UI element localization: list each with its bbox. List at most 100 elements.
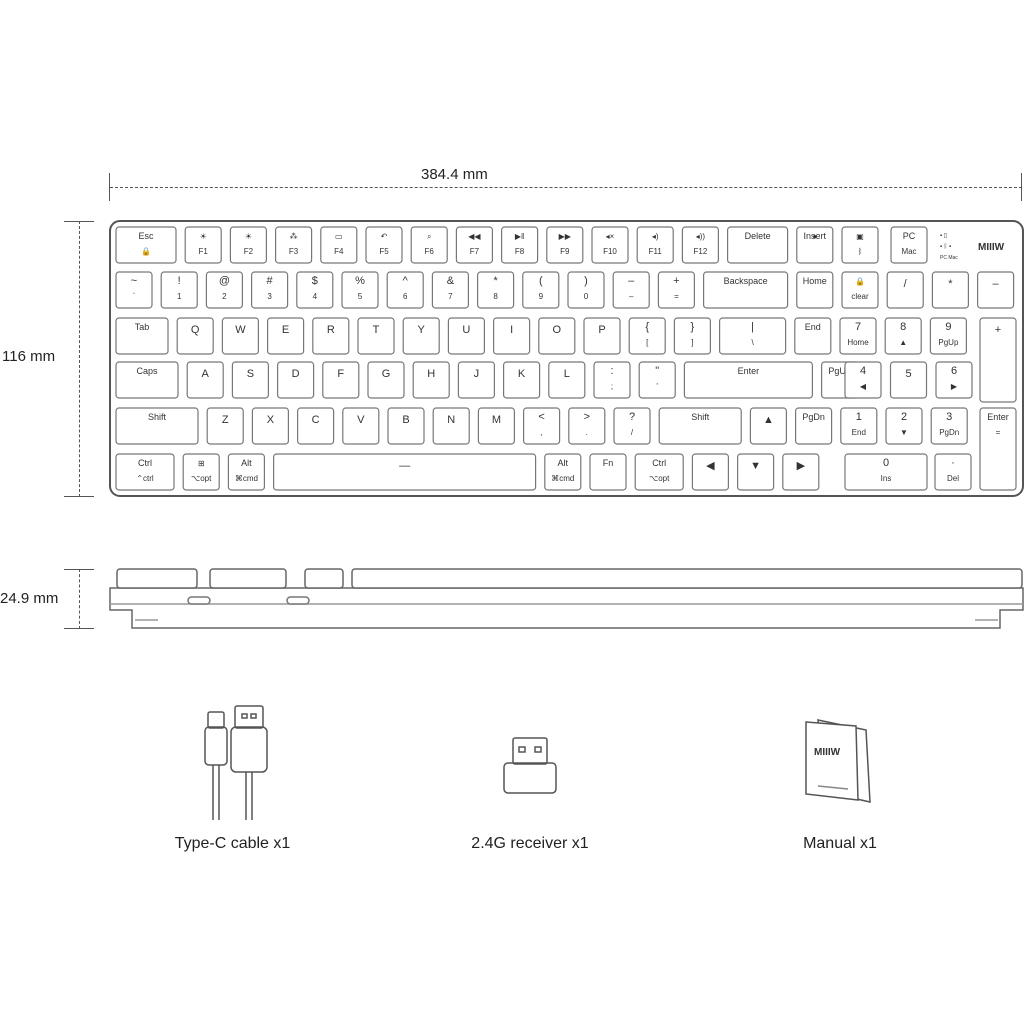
key-cap — [979, 407, 1017, 491]
key-cap — [612, 271, 650, 309]
key-top-label: V — [357, 414, 365, 426]
key-icon: ◂)) — [696, 232, 706, 241]
depth-dimension-line — [79, 569, 80, 629]
key-cap — [251, 271, 289, 309]
key-top-label: O — [553, 324, 562, 336]
key-top-label: * — [493, 275, 498, 287]
key-bottom-label: End — [852, 428, 866, 437]
key-top-label: ~ — [131, 275, 137, 287]
key-bottom-label: – — [629, 292, 634, 301]
key-bottom-label: 7 — [448, 292, 453, 301]
key-cap — [115, 361, 179, 399]
key-top-label: > — [584, 411, 590, 423]
key-top-label: 0 — [883, 457, 889, 469]
key-cap — [591, 226, 629, 264]
key-3-10: :; — [593, 361, 631, 399]
key-4-10: ?/ — [613, 407, 651, 445]
key-top-label: + — [995, 324, 1001, 336]
key-3-16: 6▶ — [935, 361, 973, 399]
key-cap — [231, 361, 269, 399]
keyboard-side-view — [109, 568, 1024, 629]
key-bottom-label: 4 — [313, 292, 318, 301]
key-top-label: Insert — [804, 231, 827, 241]
key-cap — [935, 361, 973, 399]
key-icon: ▣ — [856, 232, 864, 241]
key-cap — [638, 361, 676, 399]
usb-a-connector-metal — [234, 705, 264, 729]
key-cap — [929, 317, 968, 355]
key-cap — [221, 317, 259, 355]
key-top-label: { — [645, 321, 649, 333]
key-0-5: ↶F5 — [365, 226, 403, 264]
key-bottom-label: ᛒ — [858, 247, 863, 256]
key-top-label: A — [202, 368, 210, 380]
key-2-9: O — [538, 317, 576, 355]
manual-icon: MIIIW — [805, 719, 871, 803]
key-5-8: ▼ — [736, 453, 775, 491]
key-top-label: I — [510, 324, 513, 336]
key-top-label: D — [292, 368, 300, 380]
key-cap — [538, 317, 576, 355]
key-top-label: Ctrl — [138, 458, 152, 468]
key-top-label: J — [474, 368, 480, 380]
key-3-15: 5 — [889, 361, 928, 399]
key-top-label: N — [447, 414, 455, 426]
key-top-label: 3 — [946, 411, 952, 423]
key-bottom-label: ⌥opt — [649, 474, 670, 483]
key-top-label: 5 — [905, 368, 911, 380]
key-4-15: 2▼ — [885, 407, 923, 445]
key-3-0: Caps — [115, 361, 179, 399]
key-5-6: Ctrl ⌥opt — [634, 453, 684, 491]
key-top-label: * — [948, 278, 953, 290]
key-bottom-label: Home — [847, 338, 869, 347]
key-bottom-label: 1 — [177, 292, 182, 301]
key-cap — [160, 271, 198, 309]
key-bottom-label: 🔒 — [141, 247, 151, 256]
key-top-label: Ctrl — [652, 458, 666, 468]
key-cap — [934, 453, 972, 491]
key-cap — [522, 407, 561, 445]
key-icon: ● — [812, 232, 817, 241]
key-bottom-label: F7 — [470, 247, 480, 256]
key-top-label: @ — [219, 275, 230, 287]
key-top-label: Backspace — [724, 276, 768, 286]
key-bottom-label: Del — [947, 474, 959, 483]
width-dimension-line — [110, 187, 1022, 188]
key-5-4: Alt⌘cmd — [544, 453, 582, 491]
key-cap — [658, 407, 742, 445]
key-bottom-label: 5 — [358, 292, 363, 301]
key-cap — [412, 361, 450, 399]
key-3-6: H — [412, 361, 450, 399]
key-cap — [681, 226, 720, 264]
key-cap — [979, 317, 1017, 403]
key-1-9: (9 — [522, 271, 560, 309]
key-cap — [115, 453, 175, 491]
key-1-17: * — [931, 271, 970, 309]
key-top-label: PC — [903, 231, 916, 241]
key-1-14: Home — [796, 271, 834, 309]
type-c-cable-icon — [204, 705, 268, 820]
key-cap — [840, 407, 878, 445]
key-bottom-label: 2 — [222, 292, 227, 301]
key-bottom-label: 6 — [403, 292, 408, 301]
key-1-13: Backspace — [702, 271, 789, 309]
key-cap — [796, 271, 834, 309]
key-2-1: Q — [176, 317, 214, 355]
key-icon: 🔒 — [855, 277, 865, 286]
key-cap — [277, 361, 315, 399]
key-4-1: Z — [206, 407, 244, 445]
manual-front-line — [817, 785, 849, 790]
key-cap — [402, 317, 440, 355]
key-cap — [341, 271, 379, 309]
key-icon: ☀ — [245, 232, 252, 241]
key-4-12: ▲ — [749, 407, 788, 445]
key-0-13: Delete — [726, 226, 789, 264]
key-cap — [493, 317, 531, 355]
key-cap — [796, 226, 834, 264]
key-top-label: Q — [191, 324, 200, 336]
key-cap — [115, 226, 177, 264]
side-port-1 — [187, 596, 211, 605]
